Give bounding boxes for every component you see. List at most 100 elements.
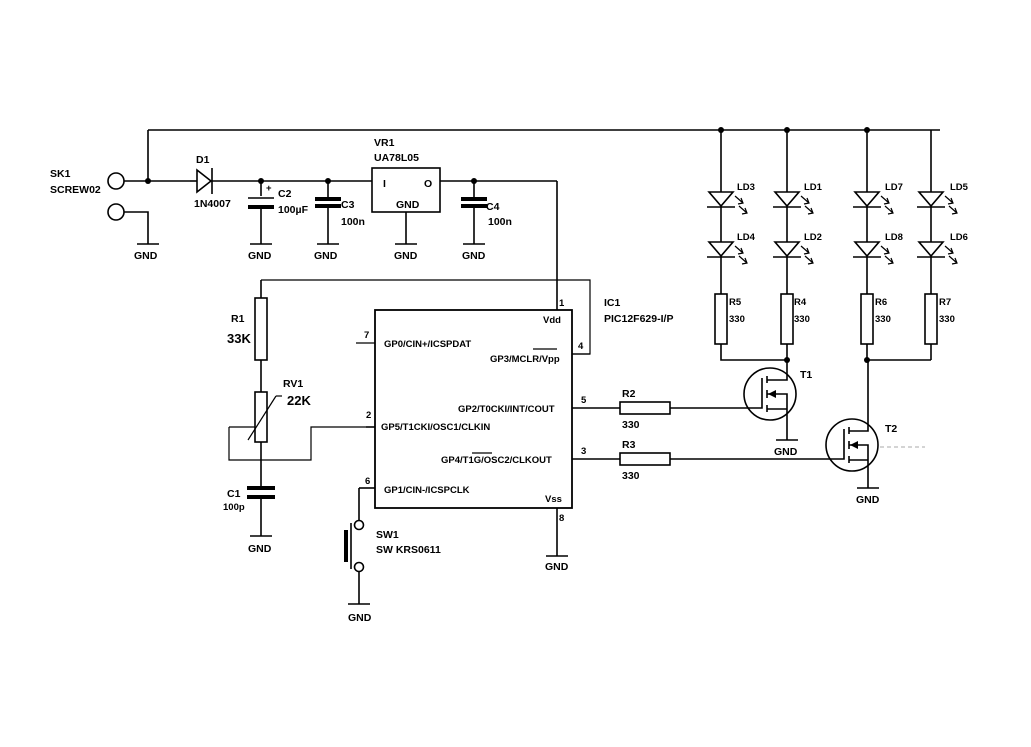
gnd-label: GND [462,250,486,262]
d1-ref: D1 [196,154,210,166]
led-string-3: LD7 LD8 R6 330 [853,130,931,363]
rv1-potentiometer: RV1 22K [228,378,366,487]
gnd-symbol: GND [134,243,159,262]
r2-value: 330 [622,419,640,431]
vr1-pin-out: O [424,178,432,190]
gnd-symbol: GND [774,439,798,458]
rv1-value: 22K [287,393,311,408]
pin-number: 4 [578,341,584,352]
gnd-label: GND [134,250,158,262]
pin-number: 6 [365,476,370,487]
t2-mosfet: T2 [825,360,925,488]
vr1-pin-gnd: GND [396,199,420,211]
resistor-ref: R6 [875,297,887,308]
ic1-microcontroller: IC1 PIC12F629-I/P 1 Vdd 7 GP0/CIN+/ICSPD… [356,297,673,556]
gnd-label: GND [394,250,418,262]
c1-ref: C1 [227,488,241,500]
r3-ref: R3 [622,439,636,451]
resistor-ref: R7 [939,297,951,308]
r2-resistor: R2 330 [619,388,750,431]
led-ref: LD8 [885,232,903,243]
rv1-ref: RV1 [283,378,303,390]
gnd-symbol: GND [314,243,339,262]
d1-value: 1N4007 [194,198,231,210]
led-ref: LD5 [950,182,969,193]
ic1-ref: IC1 [604,297,621,309]
r1-resistor: R1 33K [227,280,268,392]
gnd-label: GND [248,250,272,262]
t1-ref: T1 [800,369,812,381]
gnd-symbol: GND [462,243,486,262]
gnd-label: GND [545,561,569,573]
pin-number: 7 [364,330,369,341]
sw1-ref: SW1 [376,529,399,541]
sk1-value: SCREW02 [50,184,101,196]
c2-polarity: + [266,183,272,194]
pin-name: GP1/CIN-/ICSPCLK [384,485,470,496]
r1-value: 33K [227,331,251,346]
led-ref: LD2 [804,232,822,243]
pin-name: GP3/MCLR/Vpp [490,354,560,365]
c2-value: 100µF [278,204,309,216]
led-string-2: LD1 LD2 R4 330 [773,130,823,363]
gnd-label: GND [348,612,372,624]
gnd-symbol: GND [348,603,372,624]
vr1-ref: VR1 [374,137,395,149]
led-ref: LD4 [737,232,756,243]
sk1-ref: SK1 [50,168,71,180]
pin-number: 5 [581,395,587,406]
resistor-ref: R4 [794,297,807,308]
t1-mosfet: T1 [743,360,812,440]
resistor-value: 330 [939,314,955,325]
ic1-value: PIC12F629-I/P [604,313,673,325]
pin-number: 3 [581,446,586,457]
pin-name: Vdd [543,315,561,326]
resistor-ref: R5 [729,297,742,308]
gnd-symbol: GND [856,487,880,506]
gnd-symbol: GND [248,535,272,555]
c2-ref: C2 [278,188,292,200]
gnd-symbol: GND [248,243,272,262]
led-string-4: LD5 LD6 R7 330 [917,130,969,360]
c3-ref: C3 [341,199,355,211]
c1-capacitor: C1 100p [223,486,275,536]
c2-capacitor: + C2 100µF [248,178,372,244]
sw1-value: SW KRS0611 [376,544,441,556]
sw1-pushbutton: SW1 SW KRS0611 [344,488,441,604]
gnd-label: GND [774,446,798,458]
pin-name: GP0/CIN+/ICSPDAT [384,339,471,350]
resistor-value: 330 [794,314,810,325]
gnd-symbol: GND [545,555,569,573]
c4-value: 100n [488,216,512,228]
sk1-terminal: SK1 SCREW02 [50,168,190,244]
led-string-1: LD3 LD4 R5 330 [707,130,787,361]
resistor-value: 330 [875,314,891,325]
d1-diode: D1 1N4007 [190,154,260,210]
top-supply-rail [147,127,940,180]
c4-capacitor: C4 100n [461,181,512,244]
pin-name: Vss [545,494,562,505]
r1-ref: R1 [231,313,245,325]
pin-number: 2 [366,410,371,421]
pin-name: GP4/T1G/OSC2/CLKOUT [441,455,552,466]
led-ref: LD1 [804,182,823,193]
led-ref: LD6 [950,232,968,243]
pin-name: GP5/T1CKI/OSC1/CLKIN [381,422,490,433]
gnd-label: GND [248,543,272,555]
resistor-value: 330 [729,314,745,325]
r3-resistor: R3 330 [619,439,832,482]
led-ref: LD7 [885,182,903,193]
c1-value: 100p [223,502,245,513]
pin-name: GP2/T0CKI/INT/COUT [458,404,555,415]
pin-number: 1 [559,298,565,309]
vr1-regulator: I O GND VR1 UA78L05 [371,137,557,244]
c3-capacitor: C3 100n [315,181,365,244]
c3-value: 100n [341,216,365,228]
vr1-value: UA78L05 [374,152,419,164]
led-ref: LD3 [737,182,755,193]
vr1-pin-in: I [383,178,386,190]
gnd-symbol: GND [394,243,418,262]
pin-number: 8 [559,513,564,524]
r2-ref: R2 [622,388,636,400]
